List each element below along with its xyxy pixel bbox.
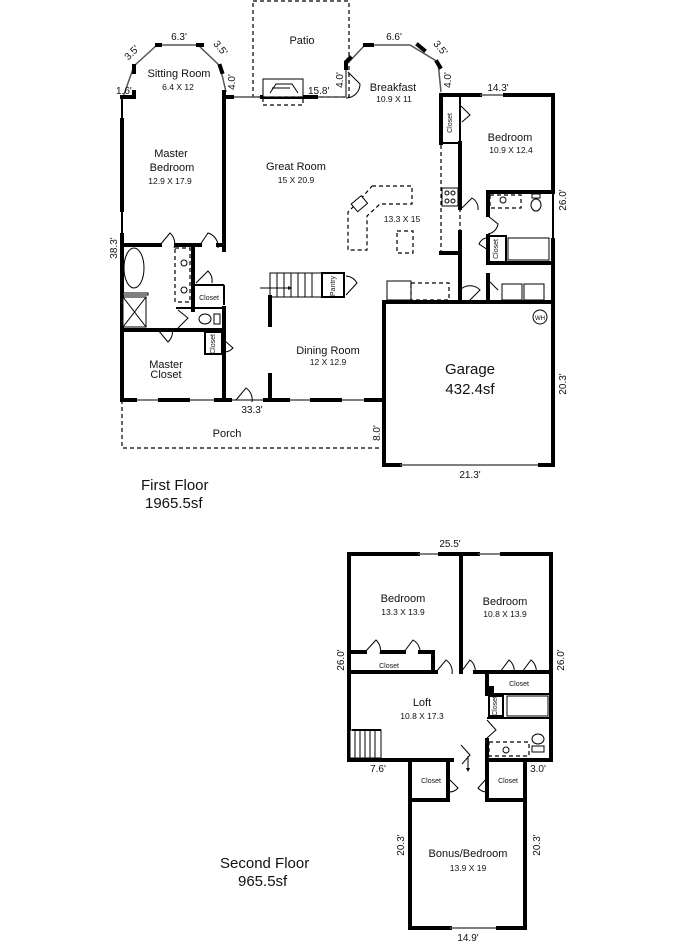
pantry-label: Pantry	[330, 275, 337, 296]
bedroom-left-label: Bedroom	[381, 593, 426, 605]
dining-room-dims: 12 X 12.9	[310, 357, 347, 367]
kitchen-counter	[440, 142, 461, 254]
master-bedroom-label-1: Master	[154, 148, 188, 160]
second-floor-area: 965.5sf	[238, 873, 288, 890]
porch-outline	[121, 400, 384, 449]
water-heater-label: WH	[535, 316, 545, 322]
kitchen-island	[347, 185, 413, 251]
dim-breakfast-right-diag: 3.5'	[431, 39, 450, 58]
washer	[501, 283, 523, 301]
loft-label: Loft	[413, 697, 431, 709]
patio-label: Patio	[289, 35, 314, 47]
toilet-master	[198, 313, 212, 325]
great-room-label: Great Room	[266, 161, 326, 173]
toilet-icon	[530, 198, 542, 212]
closet-label-bath-2: Closet	[492, 696, 499, 716]
bathtub-2	[506, 695, 549, 717]
dim-sitting-left-diag: 3.5'	[123, 44, 142, 63]
bedroom-right-dims: 10.8 X 13.9	[483, 609, 527, 619]
bonus-dims: 13.9 X 19	[450, 863, 487, 873]
first-floor-title: First Floor	[141, 477, 209, 494]
closet-label-loft-1: Closet	[379, 663, 399, 670]
dim-second-right: 26.0'	[556, 649, 567, 670]
second-floor-summary: Second Floor 965.5sf	[220, 855, 309, 891]
dim-porch-depth: 8.0'	[372, 425, 383, 441]
dim-sitting-side: 1.6'	[116, 86, 132, 97]
dim-breakfast-right: 4.0'	[443, 72, 454, 88]
master-bedroom-dims: 12.9 X 17.9	[148, 176, 192, 186]
dim-left-side: 38.3'	[109, 237, 120, 258]
closet-label-bedroom: Closet	[447, 113, 454, 133]
first-floor-plan: Closet WH	[120, 0, 555, 467]
breakfast-dims: 10.9 X 11	[376, 94, 412, 104]
great-room-dims: 15 X 20.9	[278, 175, 315, 185]
sink-icon	[499, 196, 507, 204]
dim-patio-wall: 15.8'	[308, 86, 329, 97]
dim-garage-side: 20.3'	[558, 373, 569, 394]
dim-sitting-right: 4.0'	[227, 74, 238, 90]
garage-area: 432.4sf	[445, 381, 495, 398]
bonus-label: Bonus/Bedroom	[429, 848, 508, 860]
dim-bonus-bottom: 14.9'	[457, 933, 478, 944]
closet-label-master-2: Closet	[210, 334, 217, 354]
closet-label-loft-2: Closet	[509, 681, 529, 688]
closet-label-bonus-1: Closet	[421, 778, 441, 785]
water-heater	[532, 309, 548, 325]
dim-step-right: 3.0'	[530, 764, 546, 775]
bedroom-dims: 10.9 X 12.4	[489, 145, 533, 155]
front-door	[235, 387, 253, 403]
dim-step-left: 7.6'	[370, 764, 386, 775]
dim-bonus-left: 20.3'	[396, 834, 407, 855]
bathtub-master	[123, 247, 145, 289]
dim-sitting-top: 6.3'	[171, 32, 187, 43]
bedroom-right-label: Bedroom	[483, 596, 528, 608]
garage-label: Garage	[445, 361, 495, 378]
dim-right-side: 26.0'	[558, 189, 569, 210]
second-floor-title: Second Floor	[220, 855, 310, 872]
bedroom-outer-wall	[503, 93, 555, 192]
sitting-room-label: Sitting Room	[148, 68, 211, 80]
sitting-room-step-wall	[120, 90, 136, 99]
stairs-first-floor	[269, 272, 323, 298]
bedroom-left-dims: 13.3 X 13.9	[381, 607, 425, 617]
first-floor-area: 1965.5sf	[145, 495, 203, 512]
dim-garage-front: 21.3'	[459, 470, 480, 481]
dim-breakfast-left: 4.0'	[335, 72, 346, 88]
dryer	[523, 283, 545, 301]
master-bedroom-label-2: Bedroom	[150, 162, 195, 174]
porch-label: Porch	[213, 428, 242, 440]
dim-bedroom-top: 14.3'	[487, 83, 508, 94]
kitchen-dims: 13.3 X 15	[384, 214, 421, 224]
first-floor-summary: First Floor 1965.5sf	[141, 477, 209, 513]
second-floor-plan: Closet	[347, 552, 553, 930]
bathtub	[507, 237, 550, 261]
closet-label-bath: Closet	[493, 239, 500, 259]
kitchen-sink	[350, 194, 369, 213]
breakfast-door	[345, 71, 361, 99]
master-closet-label-2: Closet	[150, 369, 181, 381]
pantry	[321, 272, 345, 298]
kitchen-island-small	[396, 230, 414, 254]
stove	[441, 187, 459, 207]
dim-breakfast-top: 6.6'	[386, 32, 402, 43]
dining-room-label: Dining Room	[296, 345, 360, 357]
breakfast-label: Breakfast	[370, 82, 416, 94]
dim-second-left: 26.0'	[336, 649, 347, 670]
dim-second-top: 25.5'	[439, 539, 460, 550]
dim-bonus-right: 20.3'	[532, 834, 543, 855]
dim-front: 33.3'	[241, 405, 262, 416]
closet-label-master-1: Closet	[199, 295, 219, 302]
bedroom-label: Bedroom	[488, 132, 533, 144]
closet-label-bonus-2: Closet	[498, 778, 518, 785]
dim-sitting-right-diag: 3.5'	[211, 39, 230, 58]
loft-dims: 10.8 X 17.3	[400, 711, 444, 721]
sitting-room-dims: 6.4 X 12	[162, 82, 194, 92]
master-closet-label-1: Master	[149, 359, 183, 371]
